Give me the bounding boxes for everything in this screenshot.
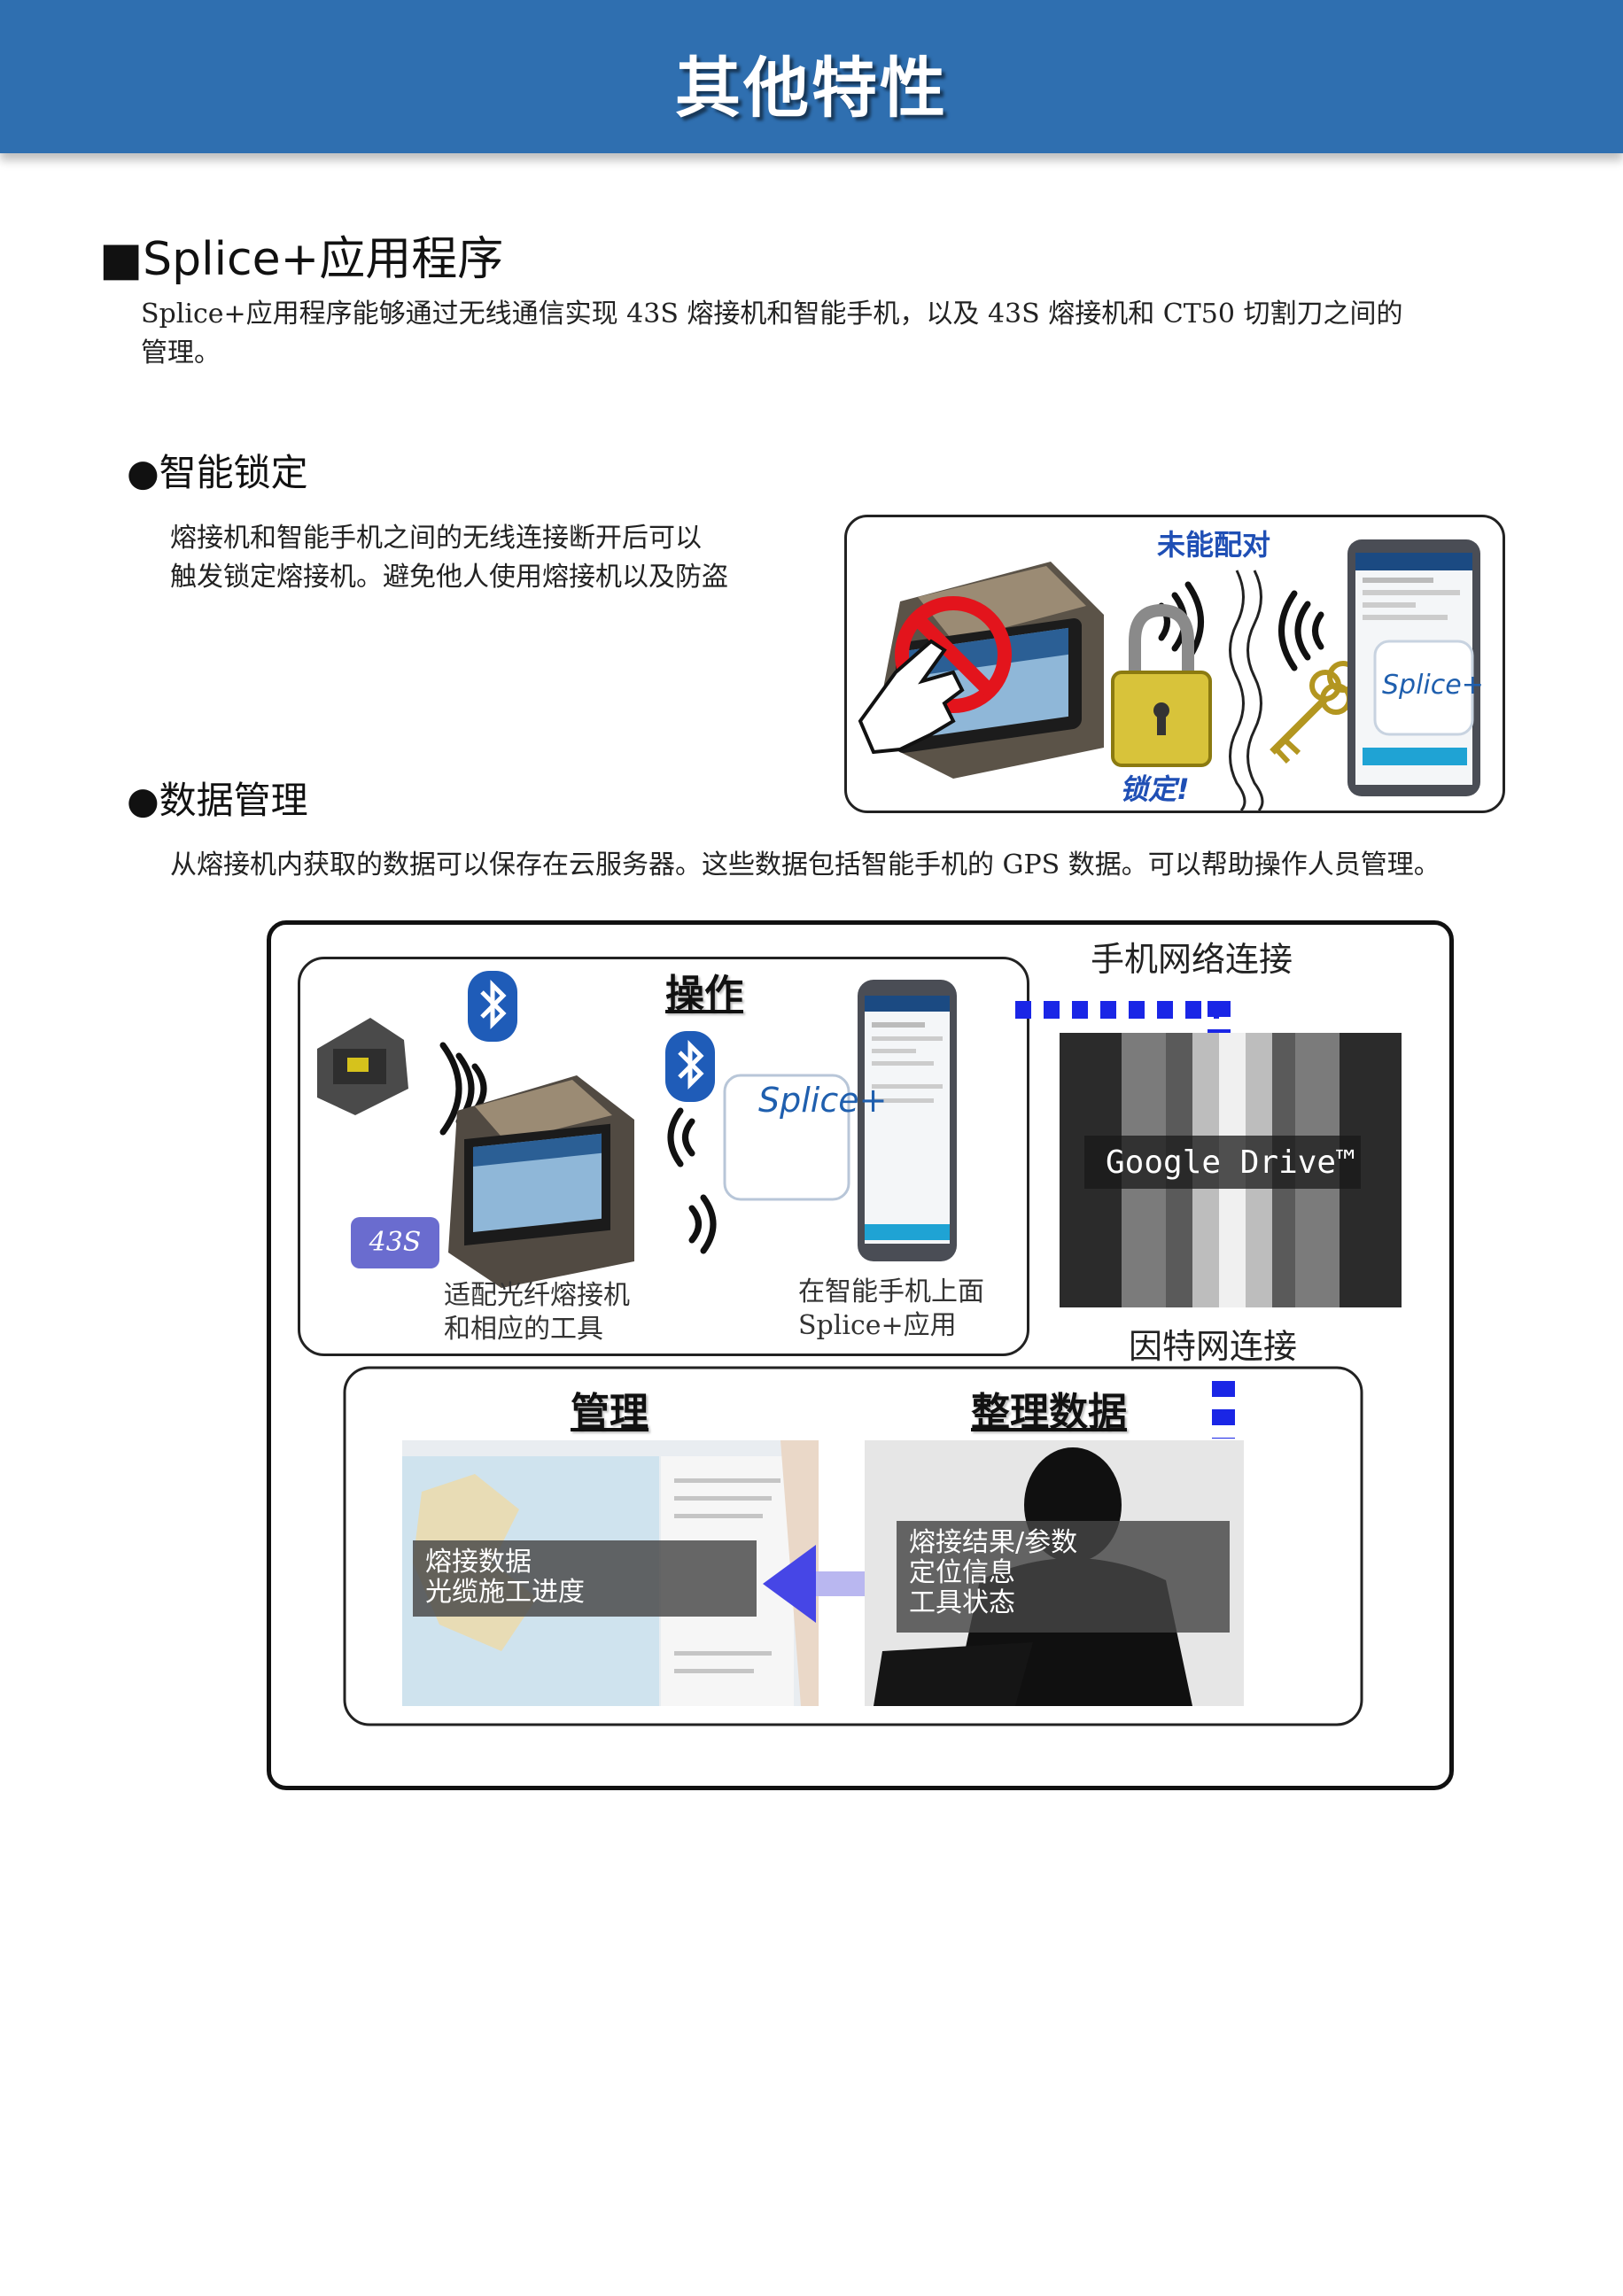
manage-box bbox=[343, 1366, 1363, 1726]
splice-app-icon-label: Splice+ bbox=[758, 1081, 888, 1120]
management-overlay: 熔接数据 光缆施工进度 bbox=[413, 1540, 757, 1617]
data-flow-illustration bbox=[317, 971, 1402, 1726]
model-43s-badge: 43S bbox=[351, 1217, 439, 1268]
caption-right-line-1: 在智能手机上面 bbox=[798, 1276, 984, 1307]
section-heading-splice: ■Splice+应用程序 bbox=[99, 233, 504, 286]
smart-lock-desc-line-1: 熔接机和智能手机之间的无线连接断开后可以 bbox=[170, 523, 702, 554]
management-overlay-line-2: 光缆施工进度 bbox=[425, 1577, 585, 1608]
smartphone-icon bbox=[858, 980, 957, 1261]
unpaired-label: 未能配对 bbox=[1157, 528, 1271, 562]
locked-label: 锁定! bbox=[1120, 772, 1190, 806]
smart-lock-illustration bbox=[858, 539, 1480, 811]
management-overlay-line-1: 熔接数据 bbox=[425, 1547, 532, 1578]
smartphone-icon bbox=[1347, 539, 1480, 796]
caption-left: 适配光纤熔接机 和相应的工具 bbox=[444, 1279, 630, 1346]
bluetooth-icon bbox=[468, 971, 517, 1042]
splice-intro-line-2: 管理。 bbox=[141, 337, 221, 368]
server-room-image bbox=[1060, 1033, 1402, 1307]
internet-connection-label: 因特网连接 bbox=[1129, 1327, 1298, 1366]
data-overlay-line-2: 定位信息 bbox=[909, 1557, 1015, 1588]
signal-break-divider bbox=[1229, 570, 1264, 811]
caption-right: 在智能手机上面 Splice+应用 bbox=[798, 1276, 984, 1343]
smart-lock-description: 熔接机和智能手机之间的无线连接断开后可以 触发锁定熔接机。避免他人使用熔接机以及… bbox=[170, 519, 826, 597]
google-drive-label: Google Drive™ bbox=[1106, 1144, 1355, 1181]
page-title: 其他特性 bbox=[675, 50, 948, 127]
caption-left-line-1: 适配光纤熔接机 bbox=[444, 1280, 630, 1311]
data-management-figure: 操作 bbox=[267, 920, 1454, 1790]
operate-box bbox=[298, 957, 1029, 1356]
wireless-signal-icon bbox=[667, 1107, 717, 1254]
cleaver-icon bbox=[317, 1018, 408, 1115]
splice-intro-line-1: Splice+应用程序能够通过无线通信实现 43S 熔接机和智能手机，以及 43… bbox=[141, 299, 1403, 330]
manage-label: 管理 bbox=[571, 1390, 648, 1435]
data-overlay-line-3: 工具状态 bbox=[909, 1587, 1015, 1618]
caption-right-line-2: Splice+应用 bbox=[798, 1310, 957, 1341]
data-mgmt-description: 从熔接机内获取的数据可以保存在云服务器。这些数据包括智能手机的 GPS 数据。可… bbox=[170, 849, 1441, 880]
prohibited-icon bbox=[895, 596, 1012, 713]
hand-pointer-icon bbox=[858, 639, 965, 755]
data-overlay-line-1: 熔接结果/参数 bbox=[909, 1527, 1078, 1558]
operate-label: 操作 bbox=[665, 972, 743, 1017]
header-bar bbox=[0, 0, 1623, 153]
smart-lock-desc-line-2: 触发锁定熔接机。避免他人使用熔接机以及防盗 bbox=[170, 562, 728, 593]
organize-data-label: 整理数据 bbox=[971, 1390, 1127, 1435]
key-icon bbox=[1270, 661, 1359, 764]
data-overlay: 熔接结果/参数 定位信息 工具状态 bbox=[897, 1521, 1230, 1633]
phone-wireless-signal-icon bbox=[1278, 590, 1324, 671]
section-heading-smart-lock: ●智能锁定 bbox=[127, 451, 308, 494]
splice-app-icon-label: Splice+ bbox=[1382, 670, 1484, 701]
bluetooth-icon bbox=[665, 1031, 715, 1102]
fusion-splicer-icon bbox=[448, 1075, 634, 1288]
mobile-network-label: 手机网络连接 bbox=[1091, 940, 1293, 979]
caption-left-line-2: 和相应的工具 bbox=[444, 1314, 603, 1345]
section-heading-data-mgmt: ●数据管理 bbox=[127, 779, 308, 822]
splice-app-icon bbox=[723, 1074, 850, 1201]
splice-intro-paragraph: Splice+应用程序能够通过无线通信实现 43S 熔接机和智能手机，以及 43… bbox=[141, 295, 1523, 373]
padlock-icon bbox=[1111, 603, 1212, 767]
smart-lock-figure: 未能配对 锁定! Splice+ bbox=[844, 515, 1505, 813]
